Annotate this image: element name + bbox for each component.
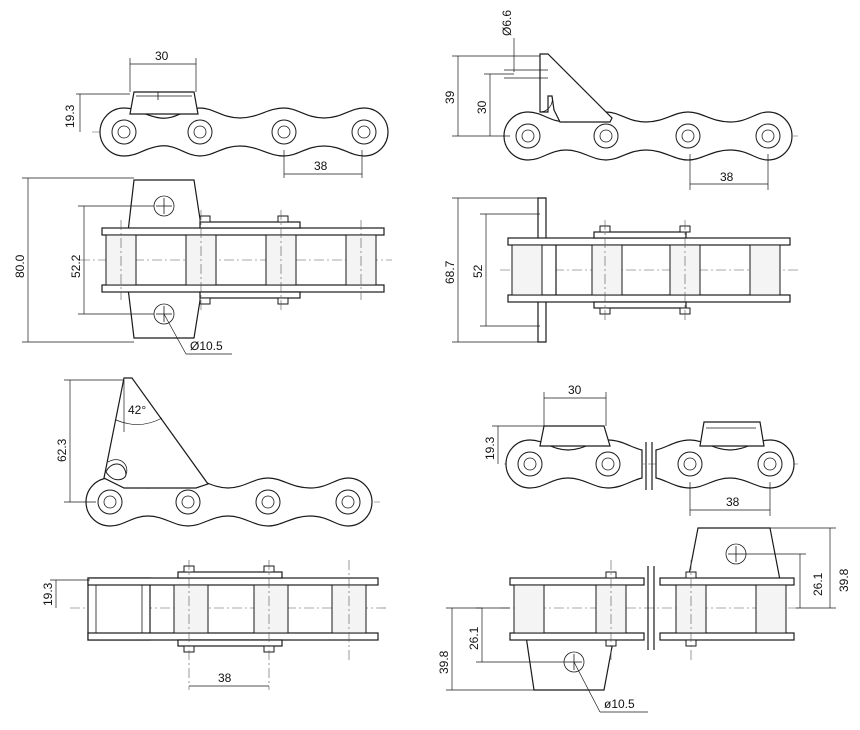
plan-view-middle-left: 80.0 52.2 Ø10.5 [13, 177, 392, 355]
dim-width-52-2: 52.2 [69, 254, 83, 278]
dim-width-52: 52 [471, 264, 485, 278]
attachment-tab-right [699, 421, 765, 447]
dim-angle-42: 42° [128, 403, 146, 417]
flat-attachment-plate [87, 577, 151, 641]
dim-hole-height-30: 30 [475, 100, 489, 114]
pin-holes [517, 451, 783, 477]
dim-spacing-38: 38 [218, 671, 232, 685]
dim-pitch-30: 30 [155, 49, 169, 63]
angled-attachment-plate [103, 377, 209, 489]
chain-link-outline [85, 477, 373, 527]
pin-holes [515, 123, 781, 149]
dim-hole-10-5: ø10.5 [604, 697, 635, 711]
dim-spacing-38: 38 [726, 495, 740, 509]
plan-view-bottom-right: 26.1 39.8 26.1 39.8 ø10.5 [437, 527, 851, 713]
chain-link-outline [503, 111, 793, 161]
dim-right-inner-26-1: 26.1 [811, 572, 825, 596]
dim-pitch-30: 30 [568, 383, 582, 397]
dim-offset-19-3: 19.3 [41, 582, 55, 606]
dim-spacing-38: 38 [314, 159, 328, 173]
dim-height-62-3: 62.3 [55, 438, 69, 462]
dim-height-39: 39 [443, 90, 457, 104]
dim-height-80-0: 80.0 [13, 254, 27, 278]
side-view-bottom-left: 62.3 42° [55, 377, 380, 527]
rollers [513, 584, 787, 634]
dim-hole-10-5: Ø10.5 [190, 339, 223, 353]
side-view-top-left: 30 19.3 38 [63, 49, 389, 178]
vertical-attachment-plate [539, 53, 613, 123]
dim-height-19-3: 19.3 [483, 436, 497, 460]
attachment-tab-left [539, 425, 611, 447]
plan-view-bottom-left: 19.3 38 [41, 560, 386, 690]
pin-holes [111, 119, 377, 145]
side-view-bottom-right: 30 19.3 38 [483, 383, 798, 516]
lower-attachment-wing [525, 635, 615, 691]
dim-hole-6-6: Ø6.6 [500, 10, 514, 36]
dim-right-outer-39-8: 39.8 [837, 568, 851, 592]
dim-height-19-3: 19.3 [63, 104, 77, 128]
attachment-tab [129, 91, 199, 115]
lower-attachment-wing [127, 287, 203, 339]
dim-left-outer-39-8: 39.8 [437, 650, 451, 674]
chain-link-outline [99, 107, 389, 157]
rollers [173, 584, 367, 634]
dim-left-inner-26-1: 26.1 [467, 626, 481, 650]
dim-spacing-38: 38 [720, 170, 734, 184]
plan-view-middle-right: 68.7 52 [443, 197, 798, 343]
pin-holes [97, 489, 361, 515]
rollers [511, 244, 781, 296]
dim-height-68-7: 68.7 [443, 260, 457, 284]
side-view-top-right: Ø6.6 39 30 38 [443, 10, 798, 190]
